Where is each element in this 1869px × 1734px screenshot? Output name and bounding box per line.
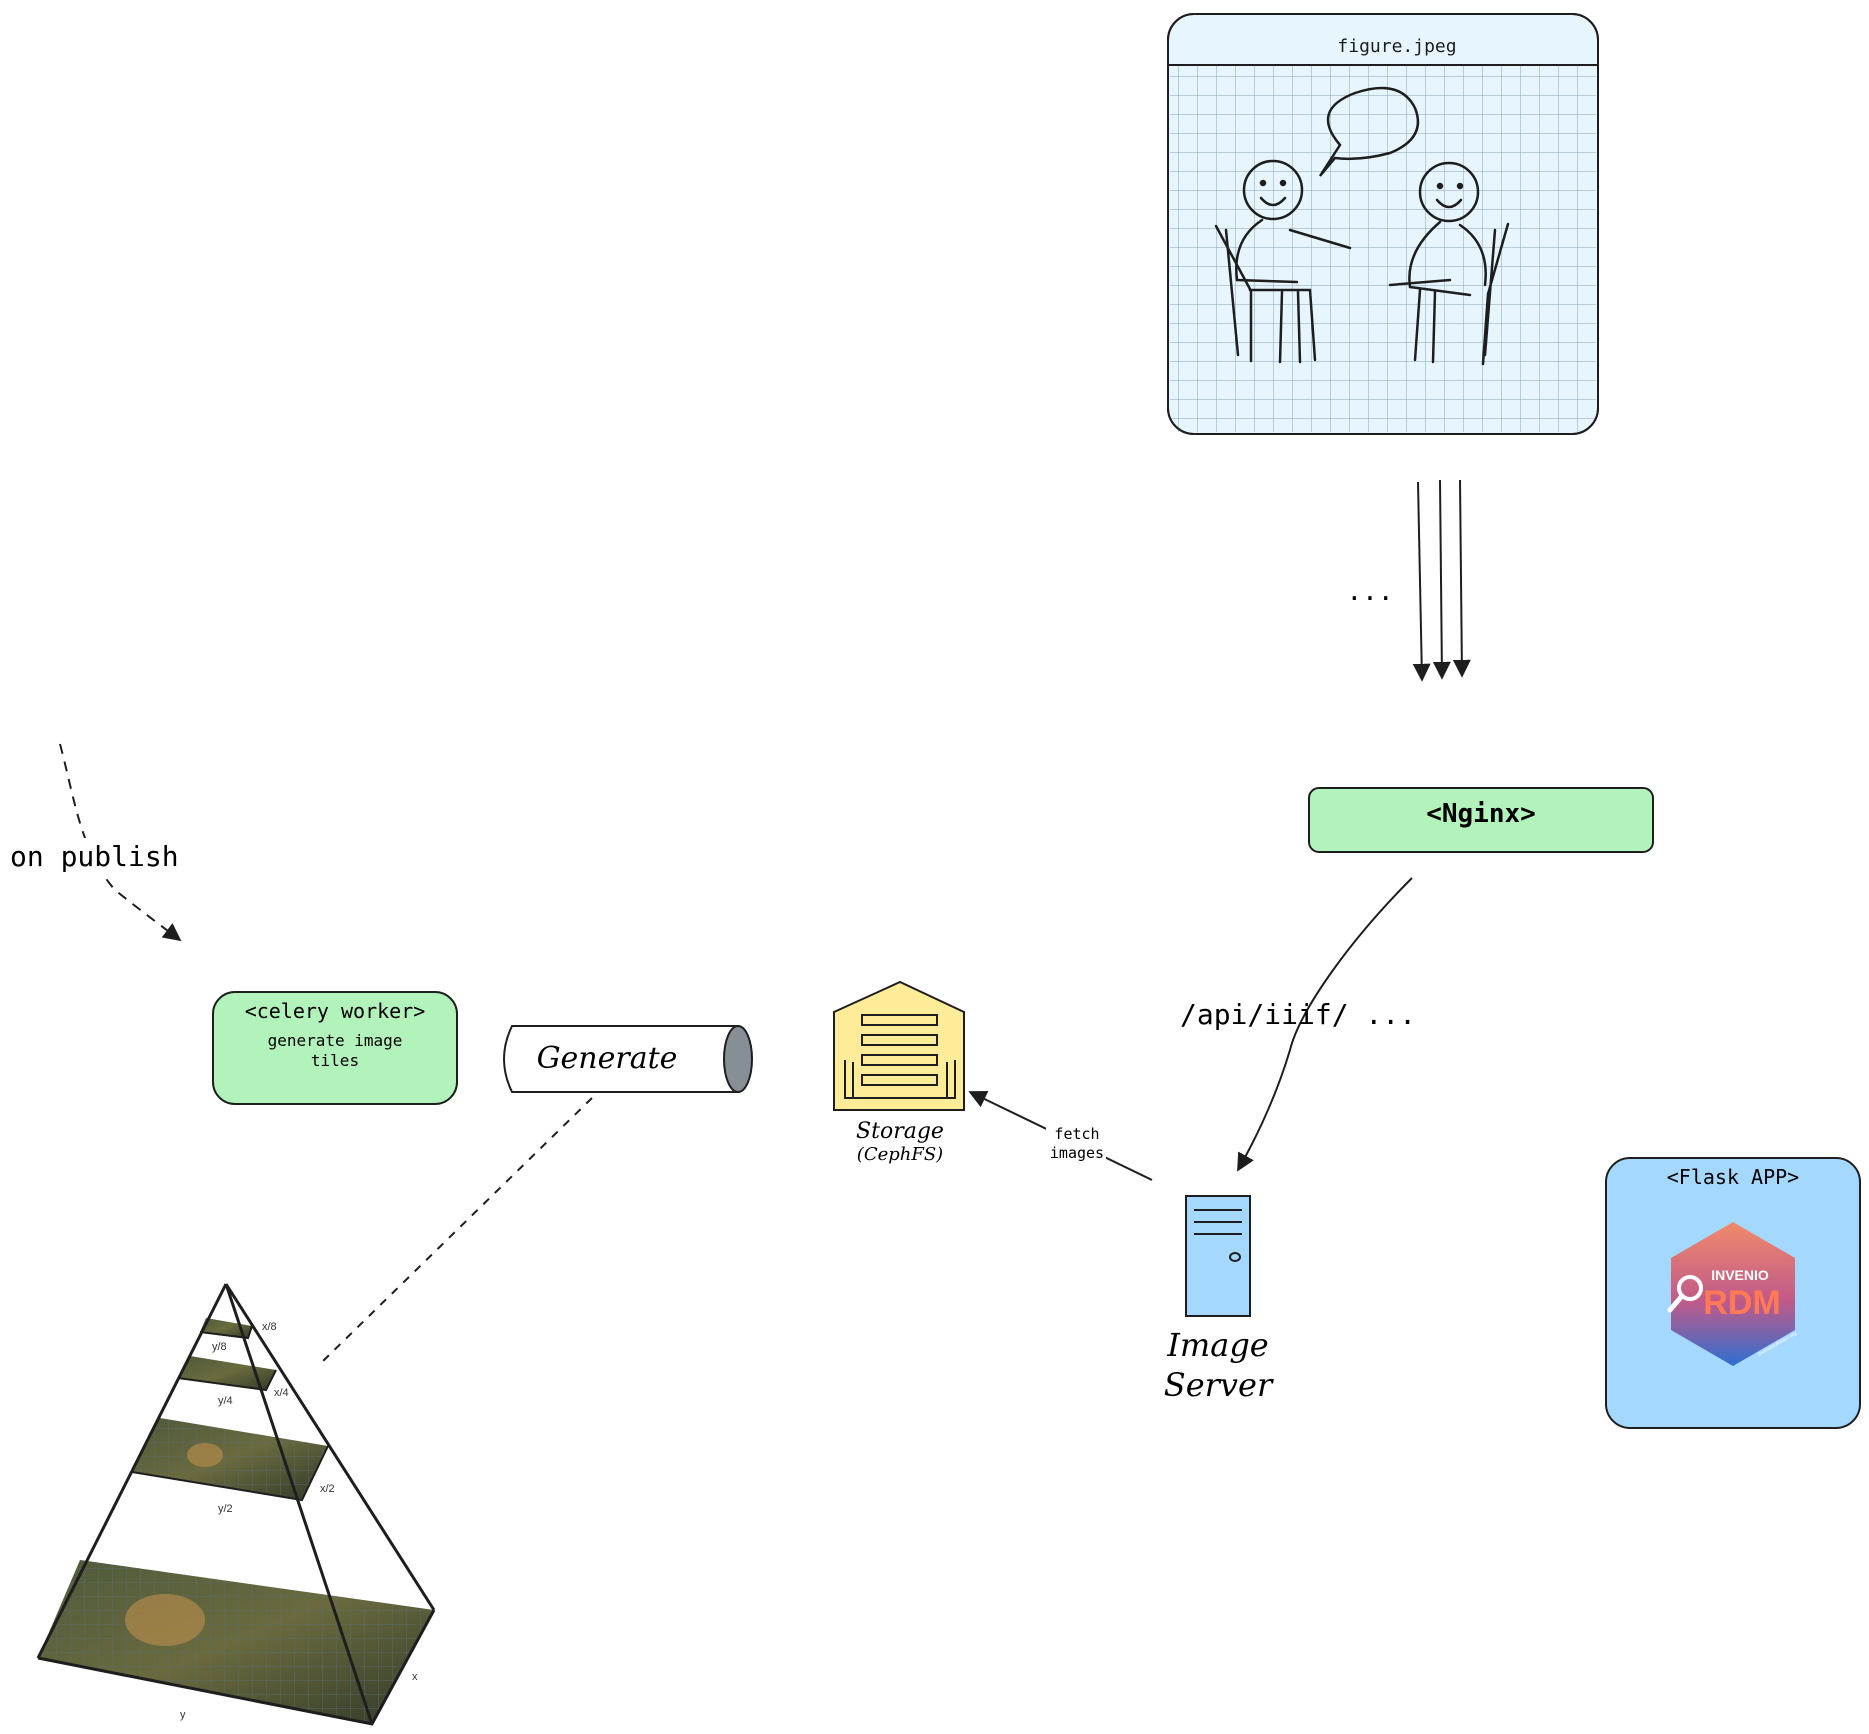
- request-arrows: [1412, 479, 1471, 682]
- generate-label: Generate: [537, 1041, 678, 1076]
- image-server-line2: Server: [1164, 1366, 1274, 1404]
- pyramid-label-x2: x/2: [320, 1483, 335, 1495]
- conversation-illustration: [1214, 86, 1510, 366]
- figure-card: figure.jpeg: [1167, 13, 1599, 435]
- fetch-label-line1: fetch: [1054, 1125, 1099, 1143]
- figure-card-title: figure.jpeg: [1337, 36, 1456, 57]
- pyramid-label-y8: y/8: [212, 1341, 227, 1353]
- pyramid-label-x8: x/8: [262, 1321, 277, 1333]
- fetch-label-line2: images: [1050, 1144, 1104, 1162]
- logo-main-text: RDM: [1703, 1284, 1780, 1322]
- requests-ellipsis: ...: [1347, 577, 1394, 607]
- pyramid-label-x4: x/4: [274, 1387, 289, 1399]
- tile-pyramid: x/8 y/8 x/4 y/4 x/2 y/2 x y: [36, 1283, 436, 1726]
- generate-pipe: Generate: [503, 1025, 753, 1093]
- server-icon: [1185, 1195, 1251, 1317]
- storage-icon: [833, 980, 965, 1111]
- flask-app-box: <Flask APP> INVENIO RDM inveniosoftware.…: [1605, 1157, 1861, 1429]
- pyramid-label-x: x: [412, 1671, 418, 1683]
- iiif-route-arrow: [1237, 877, 1413, 1172]
- pyramid-label-y: y: [180, 1709, 186, 1721]
- pyramid-label-y4: y/4: [218, 1395, 233, 1407]
- logo-top-text: INVENIO: [1711, 1267, 1769, 1283]
- nginx-box: <Nginx>: [1308, 787, 1654, 853]
- celery-worker-title: <celery worker>: [245, 999, 426, 1023]
- iiif-route-label: /api/iiif/ ...: [1180, 998, 1416, 1031]
- storage-label: Storage: [856, 1119, 944, 1144]
- nginx-label: <Nginx>: [1426, 799, 1536, 829]
- image-server-line1: Image: [1166, 1326, 1268, 1364]
- generate-to-pyramid-line: [321, 1097, 593, 1363]
- flask-app-title: <Flask APP>: [1667, 1165, 1799, 1189]
- celery-worker-line1: generate image: [268, 1031, 403, 1050]
- storage-sublabel: (CephFS): [857, 1144, 943, 1165]
- celery-worker-line2: tiles: [311, 1051, 359, 1070]
- on-publish-arrow: [59, 743, 182, 942]
- pyramid-label-y2: y/2: [218, 1503, 233, 1515]
- on-publish-label: on publish: [10, 840, 179, 873]
- celery-worker-box: <celery worker> generate image tiles: [212, 991, 458, 1105]
